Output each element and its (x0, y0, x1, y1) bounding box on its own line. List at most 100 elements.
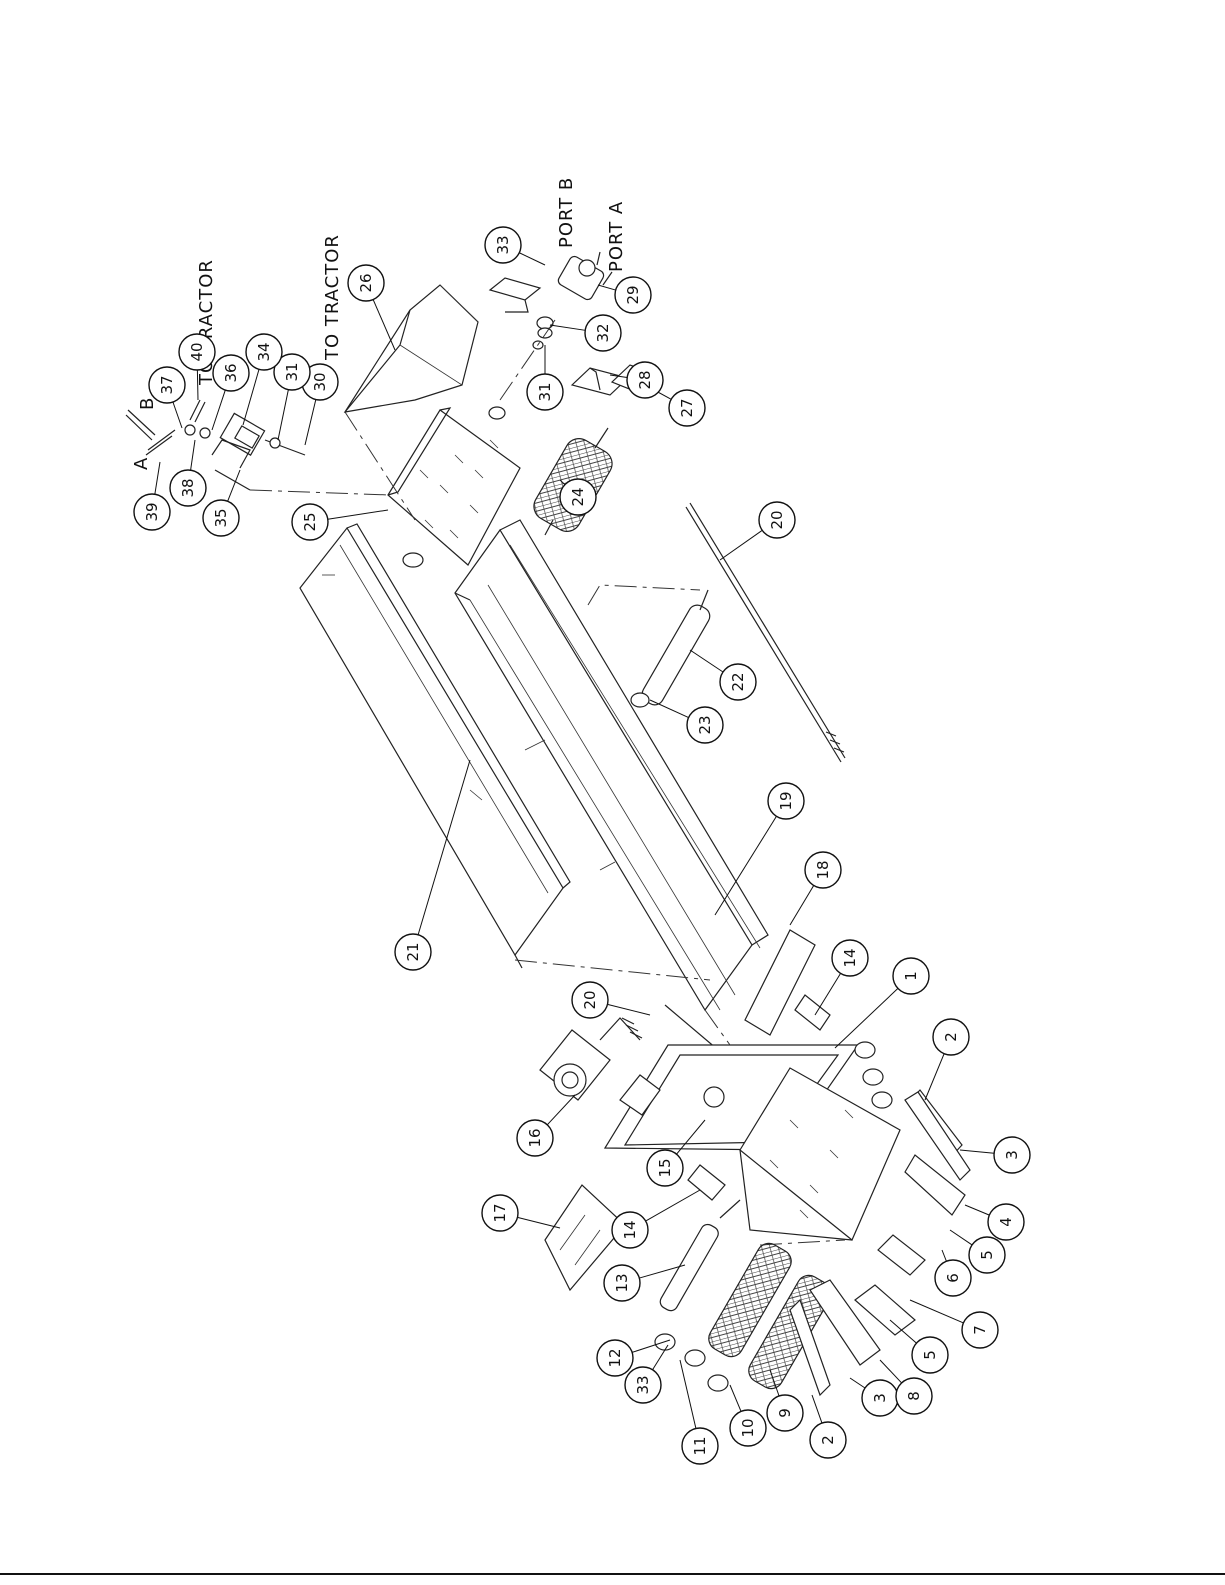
part-balloon-11: 11 (680, 1360, 718, 1464)
balloon-number: 2 (819, 1435, 837, 1445)
balloon-number: 5 (921, 1350, 939, 1360)
part-balloon-17: 17 (482, 1195, 560, 1231)
part-balloon-22: 22 (690, 650, 756, 700)
balloon-number: 14 (841, 948, 859, 967)
part-balloon-31: 31 (527, 345, 563, 410)
balloon-number: 18 (814, 860, 832, 879)
balloon-number: 17 (491, 1203, 509, 1222)
balloon-number: 5 (978, 1250, 996, 1260)
balloon-leader-line (191, 440, 195, 470)
part-balloon-38: 38 (170, 440, 206, 506)
part-balloon-10: 10 (730, 1385, 766, 1446)
balloon-leader-line (880, 1360, 902, 1383)
balloon-number: 20 (768, 510, 786, 529)
return-idler-roller (588, 585, 713, 708)
balloon-number: 33 (494, 235, 512, 254)
part-balloon-24: 24 (560, 479, 596, 515)
balloon-number: 31 (536, 382, 554, 401)
part-balloon-14: 14 (612, 1190, 700, 1248)
balloon-number: 9 (776, 1408, 794, 1418)
part-balloon-26: 26 (348, 265, 395, 350)
balloon-number: 2 (942, 1032, 960, 1042)
part-balloon-2: 2 (925, 1019, 969, 1100)
balloon-leader-line (720, 530, 762, 560)
balloon-number: 11 (691, 1436, 709, 1455)
balloon-leader-line (960, 1150, 994, 1153)
part-balloon-14: 14 (815, 940, 868, 1015)
balloon-number: 37 (158, 375, 176, 394)
balloon-leader-line (519, 253, 545, 265)
balloon-number: 12 (606, 1348, 624, 1367)
balloon-number: 14 (621, 1220, 639, 1239)
part-balloon-3: 3 (850, 1378, 898, 1416)
part-balloon-29: 29 (598, 277, 651, 313)
balloon-leader-line (305, 400, 316, 445)
balloon-leader-line (328, 510, 388, 519)
balloon-number: 3 (1003, 1150, 1021, 1160)
part-balloon-19: 19 (715, 783, 804, 915)
balloon-leader-line (942, 1250, 946, 1261)
balloon-leader-line (815, 973, 841, 1015)
part-balloon-6: 6 (935, 1250, 971, 1296)
coupler-set (533, 317, 553, 349)
part-balloon-33: 33 (485, 227, 545, 265)
balloon-number: 30 (311, 372, 329, 391)
balloon-number: 33 (634, 1375, 652, 1394)
balloon-leader-line (812, 1395, 822, 1423)
balloon-number: 28 (636, 370, 654, 389)
balloon-number: 35 (212, 508, 230, 527)
balloon-number: 26 (357, 273, 375, 292)
balloon-leader-line (197, 370, 198, 400)
part-balloon-20: 20 (572, 982, 650, 1018)
part-balloon-20: 20 (720, 502, 795, 560)
part-balloon-18: 18 (790, 852, 841, 925)
balloon-leader-line (646, 1190, 700, 1221)
balloon-leader-line (550, 325, 585, 330)
balloon-leader-line (547, 1095, 575, 1125)
balloon-number: 1 (902, 971, 920, 981)
balloon-number: 36 (222, 363, 240, 382)
part-balloon-39: 39 (134, 462, 170, 530)
balloon-leader-line (910, 1300, 963, 1323)
balloon-leader-line (228, 470, 240, 501)
part-balloon-32: 32 (550, 315, 621, 351)
balloon-leader-line (650, 700, 689, 718)
balloon-number: 25 (301, 512, 319, 531)
balloon-leader-line (850, 1378, 865, 1388)
balloon-leader-line (950, 1230, 972, 1245)
part-balloon-25: 25 (292, 504, 388, 540)
page-bottom-rule (0, 1573, 1225, 1575)
balloon-leader-line (155, 462, 160, 494)
balloon-number: 4 (997, 1217, 1015, 1227)
balloon-number: 20 (581, 990, 599, 1009)
balloon-number: 31 (283, 362, 301, 381)
balloon-leader-line (790, 885, 814, 925)
balloon-leader-line (212, 390, 225, 430)
balloon-number: 21 (404, 942, 422, 961)
balloon-number: 23 (696, 715, 714, 734)
part-balloon-37: 37 (149, 367, 185, 428)
to-tractor-note-2: TO TRACTOR (322, 234, 343, 361)
balloon-number: 29 (624, 285, 642, 304)
balloon-number: 24 (569, 487, 587, 506)
balloon-leader-line (715, 816, 776, 915)
balloon-number: 10 (739, 1418, 757, 1437)
balloon-number: 13 (613, 1273, 631, 1292)
balloon-number: 40 (188, 342, 206, 361)
part-number-balloons: 1223345567891011121314141516171819202021… (134, 227, 1030, 1464)
balloon-number: 38 (179, 478, 197, 497)
port-a-note: PORT A (606, 201, 627, 272)
hose-a-note: A (131, 457, 152, 470)
port-b-note: PORT B (556, 177, 577, 248)
balloon-leader-line (517, 1217, 560, 1228)
part-balloon-23: 23 (650, 700, 723, 743)
balloon-leader-line (598, 285, 616, 290)
discharge-chute (345, 285, 478, 412)
part-balloon-35: 35 (203, 470, 240, 536)
balloon-number: 3 (871, 1393, 889, 1403)
balloon-leader-line (173, 402, 182, 428)
drive-housing (540, 1018, 660, 1115)
balloon-leader-line (278, 390, 288, 440)
balloon-number: 39 (143, 502, 161, 521)
